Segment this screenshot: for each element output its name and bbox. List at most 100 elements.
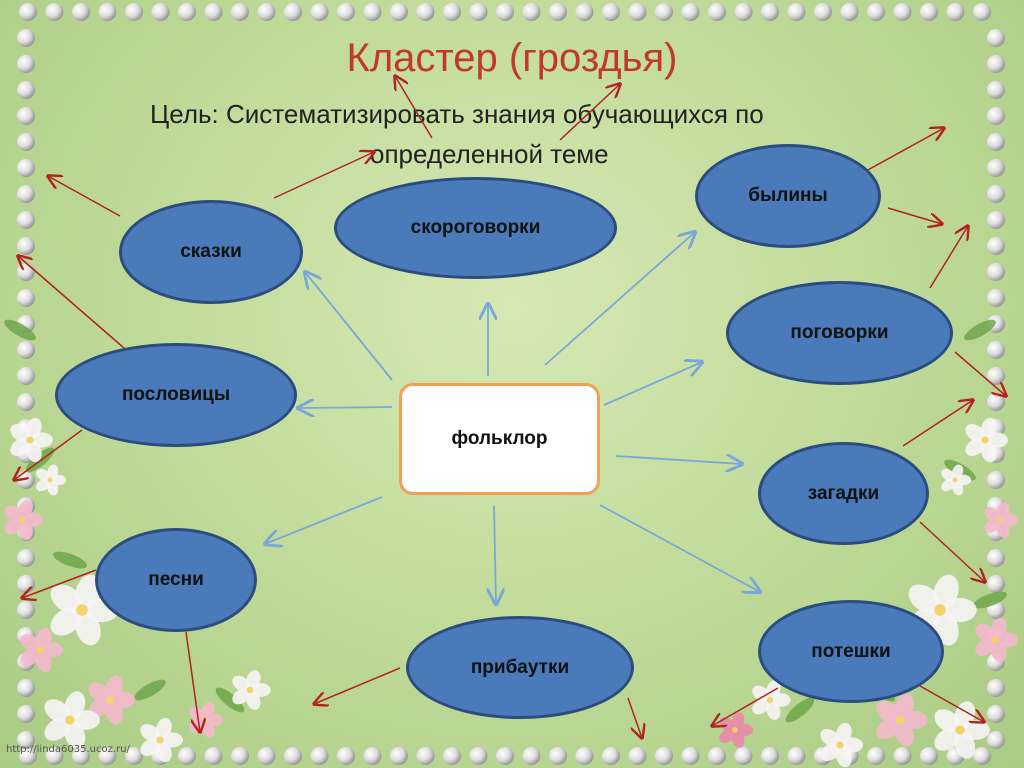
pearl-bead [987,471,1005,489]
pearl-bead [602,747,620,765]
pearl-bead [708,747,726,765]
pearl-bead [17,549,35,567]
pearl-bead [337,747,355,765]
pearl-bead [973,747,991,765]
pearl-bead [987,29,1005,47]
node-pesni-label: песни [148,569,204,590]
pearl-bead [987,211,1005,229]
pearl-bead [787,3,806,21]
center-node-folklor: фольклор [399,383,600,495]
node-byliny: былины [695,144,881,248]
arrow-to-poteshki [599,504,760,592]
red-arrow [273,152,374,199]
pearl-bead [549,747,567,765]
pearl-bead [17,159,35,177]
pearl-bead [17,55,35,73]
center-node-label: фольклор [451,428,548,449]
pearl-bead [787,747,806,765]
pearl-bead [987,289,1005,307]
pearl-bead [987,81,1005,99]
pearl-bead [17,367,35,385]
pearl-bead [17,731,35,749]
pearl-bead [496,747,514,765]
red-arrow [712,687,779,726]
pearl-bead [987,575,1005,593]
pearl-bead [17,341,35,359]
pearl-bead [761,747,779,765]
pearl-bead [987,367,1005,385]
pearl-bead [257,3,276,21]
pearl-bead [17,601,35,619]
pearl-bead [204,747,223,765]
pearl-bead [17,211,35,229]
node-skorogovorki: скороговорки [334,177,617,279]
goal-line-1: Цель: Систематизировать знания обучающих… [150,99,764,129]
arrow-to-pribautki [494,505,496,604]
pearl-bead [575,3,594,21]
red-arrow [559,84,620,141]
pearl-bead [469,3,488,21]
pearl-bead [337,3,355,21]
pearl-bead [45,3,64,21]
pearl-bead [987,159,1005,177]
node-pribautki-label: прибаутки [470,656,570,678]
arrow-to-pogovorki [603,362,702,406]
red-arrow [919,685,984,722]
pearl-bead [284,747,302,765]
pearl-bead [390,747,408,765]
pearl-bead [987,705,1005,723]
source-url: http://linda6035.ucoz.ru/ [6,744,130,755]
node-poteshki: потешки [758,600,944,703]
red-arrow [48,176,121,217]
pearl-bead [549,3,567,21]
pearl-bead [893,3,912,21]
pearl-bead [125,747,143,765]
node-poteshki-label: потешки [811,640,891,662]
pearl-bead [17,29,35,47]
pearl-bead [681,747,700,765]
pearl-bead [204,3,223,21]
pearl-bead [363,747,382,765]
pearl-bead [17,289,35,307]
pearl-bead [734,3,753,21]
pearl-bead [125,3,143,21]
pearl-bead [987,107,1005,125]
red-arrow [954,351,1006,396]
pearl-bead [840,3,859,21]
pearl-bead [72,747,90,765]
arrow-to-zagadki [615,456,742,464]
node-pogovorki: поговорки [726,281,953,385]
pearl-bead [17,679,35,697]
pearl-bead [469,747,488,765]
pearl-bead [284,3,302,21]
pearl-bead [98,747,117,765]
node-pribautki: прибаутки [406,616,634,719]
node-zagadki: загадки [758,442,929,545]
pearl-bead [178,747,196,765]
pearl-bead [987,237,1005,255]
pearl-bead [72,3,90,21]
pearl-bead [708,3,726,21]
pearl-bead [655,747,673,765]
pearl-bead [987,731,1005,749]
arrow-to-poslovitsy [298,407,393,408]
pearl-bead [920,3,938,21]
goal-text: Цель: Систематизировать знания обучающих… [150,94,890,174]
pearl-bead [655,3,673,21]
node-byliny-label: былины [748,185,828,206]
arrow-to-byliny [544,232,695,366]
pearl-bead [602,3,620,21]
node-zagadki-label: загадки [807,482,880,504]
pearl-bead [45,747,64,765]
pearl-bead [151,3,170,21]
red-arrow [22,569,97,598]
pearl-bead [310,3,329,21]
pearl-bead [734,747,753,765]
red-arrow [395,76,433,139]
red-arrow [314,667,401,704]
node-skazki-label: сказки [180,241,242,262]
pearl-bead [257,747,276,765]
pearl-bead [628,747,647,765]
node-pesni: песни [95,528,257,632]
